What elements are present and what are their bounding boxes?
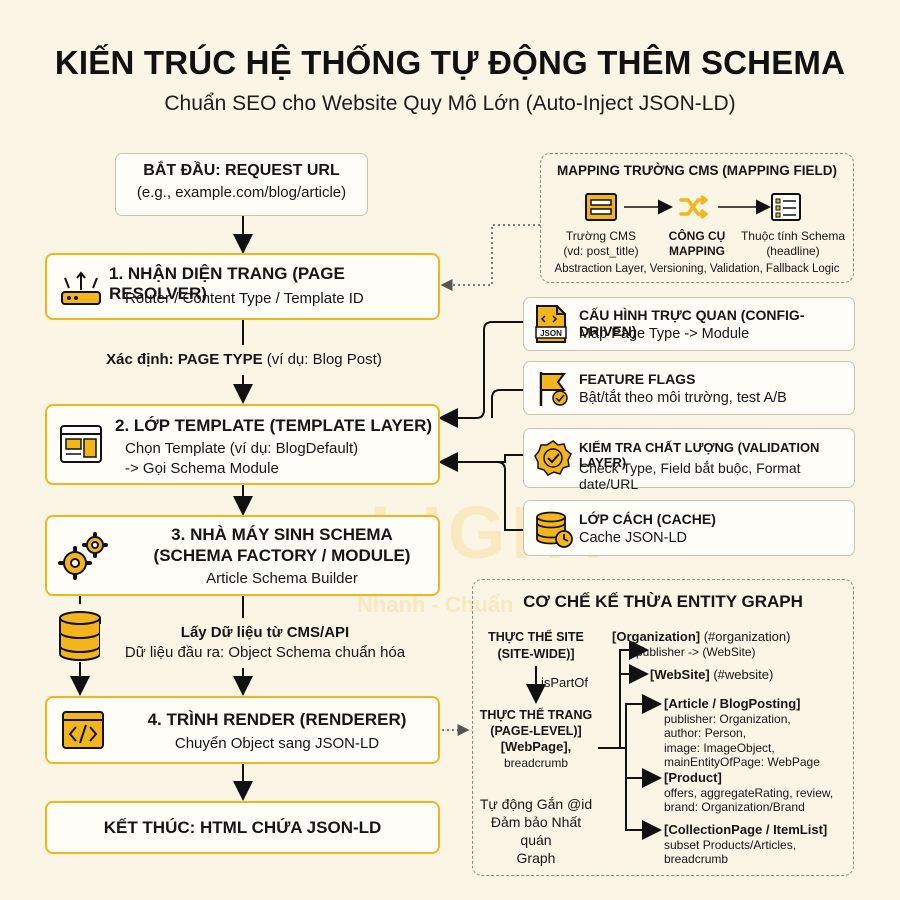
start-title: BẮT ĐẦU: REQUEST URL — [143, 162, 340, 179]
collection-name: [CollectionPage / ItemList] — [664, 822, 828, 837]
cms-field-line2: (vd: post_title) — [563, 244, 639, 258]
schema-prop-line1: Thuộc tính Schema — [740, 229, 846, 243]
start-node: BẮT ĐẦU: REQUEST URL (e.g., example.com/… — [115, 153, 368, 216]
step2-line1: Chọn Template (ví dụ: BlogDefault) — [125, 440, 359, 457]
mapping-title: MAPPING TRƯỜNG CMS (MAPPING FIELD) — [557, 163, 837, 178]
organization-name: [Organization] — [612, 629, 701, 644]
validation-panel: KIỂM TRA CHẤT LƯỢNG (VALIDATION LAYER) C… — [523, 428, 855, 492]
feature-flags-panel: FEATURE FLAGS Bật/tắt theo môi trường, t… — [523, 361, 855, 415]
product-name: [Product] — [664, 770, 722, 785]
step4-subtitle: Chuyển Object sang JSON-LD — [174, 735, 380, 752]
mapping-tool-line2: MAPPING — [668, 244, 725, 258]
product-prop1: offers, aggregateRating, review, — [664, 785, 834, 800]
auto-id-note-line2: Đảm bảo Nhất quán — [490, 814, 582, 848]
page-entity-line4: breadcrumb — [503, 756, 569, 770]
website-name: [WebSite] — [650, 667, 710, 682]
article-name: [Article / BlogPosting] — [664, 696, 801, 711]
collection-node: [CollectionPage / ItemList] subset Produ… — [664, 822, 828, 867]
product-prop2: brand: Organization/Brand — [664, 800, 805, 814]
gears-icon — [55, 531, 111, 583]
product-node: [Product] offers, aggregateRating, revie… — [664, 770, 834, 815]
page-entity: THỰC THỂ TRANG (PAGE-LEVEL)] [WebPage], … — [476, 707, 596, 771]
organization-detail: publisher -> (WebSite) — [636, 645, 756, 659]
mapping-panel: MAPPING TRƯỜNG CMS (MAPPING FIELD) Trườn… — [540, 153, 854, 283]
page-entity-line3: [WebPage], — [500, 739, 572, 754]
website-id: (#website) — [709, 667, 774, 682]
page-title: KIẾN TRÚC HỆ THỐNG TỰ ĐỘNG THÊM SCHEMA — [54, 44, 846, 81]
organization-id: (#organization) — [700, 629, 791, 644]
config-driven-panel: JSON CẤU HÌNH TRỰC QUAN (CONFIG-DRIVEN) … — [523, 297, 855, 351]
auto-id-note: Tự động Gắn @id Đảm bảo Nhất quán Graph — [476, 795, 596, 867]
json-file-icon: JSON — [534, 304, 568, 344]
feature-flags-subtitle: Bật/tắt theo môi trường, test A/B — [579, 390, 787, 406]
config-driven-title: CẤU HÌNH TRỰC QUAN (CONFIG-DRIVEN) — [579, 307, 805, 339]
feature-flags-title: FEATURE FLAGS — [579, 371, 696, 387]
badge-check-icon — [534, 439, 572, 477]
auto-id-note-line3: Graph — [516, 850, 556, 866]
cms-data-label: Lấy Dữ liệu từ CMS/API Dữ liệu đầu ra: O… — [100, 624, 430, 661]
step3-title1: 3. NHÀ MÁY SINH SCHEMA — [171, 525, 393, 544]
page-subtitle: Chuẩn SEO cho Website Quy Mô Lớn (Auto-I… — [164, 92, 736, 115]
step3-title2: (SCHEMA FACTORY / MODULE) — [153, 546, 411, 565]
schema-prop-line2: (headline) — [766, 244, 820, 258]
site-entity: THỰC THỂ SITE (SITE-WIDE)] — [476, 629, 596, 663]
organization-node: [Organization] (#organization) — [612, 629, 790, 644]
validation-subtitle: Check Type, Field bắt buộc, Format date/… — [579, 460, 801, 492]
cms-data-output: Dữ liệu đầu ra: Object Schema chuẩn hóa — [124, 644, 406, 661]
end-title: KẾT THÚC: HTML CHỨA JSON-LD — [103, 818, 382, 837]
form-icon — [584, 192, 618, 222]
auto-id-note-line1: Tự động Gắn @id — [479, 796, 593, 812]
article-prop1: publisher: Organization, — [664, 711, 791, 726]
step2-title: 2. LỚP TEMPLATE (TEMPLATE LAYER) — [115, 416, 433, 435]
cache-subtitle: Cache JSON-LD — [579, 530, 687, 546]
list-icon — [770, 192, 802, 222]
collection-prop1: subset Products/Articles, — [664, 837, 797, 852]
mapping-footer: Abstraction Layer, Versioning, Validatio… — [554, 263, 840, 275]
validation-title: KIỂM TRA CHẤT LƯỢNG (VALIDATION LAYER) — [579, 440, 820, 470]
shuffle-icon — [678, 192, 708, 222]
cms-data-title: Lấy Dữ liệu từ CMS/API — [180, 624, 350, 641]
entity-graph-title: CƠ CHẾ KẾ THỪA ENTITY GRAPH — [523, 592, 803, 611]
svg-text:JSON: JSON — [540, 329, 562, 338]
website-node: [WebSite] (#website) — [650, 667, 773, 682]
step2-line2: -> Gọi Schema Module — [125, 460, 279, 477]
cache-icon — [534, 509, 574, 549]
start-subtitle: (e.g., example.com/blog/article) — [136, 184, 347, 201]
page-entity-line1: THỰC THỂ TRANG — [479, 708, 593, 722]
step3-subtitle: Article Schema Builder — [206, 570, 358, 587]
mapping-tool-line1: CÔNG CỤ — [668, 229, 726, 243]
end-node: KẾT THÚC: HTML CHỨA JSON-LD — [45, 801, 440, 854]
step2-template-layer: 2. LỚP TEMPLATE (TEMPLATE LAYER) Chọn Te… — [45, 404, 440, 485]
template-icon — [59, 424, 103, 464]
config-driven-subtitle: Map Page Type -> Module — [579, 326, 750, 342]
step4-title: 4. TRÌNH RENDER (RENDERER) — [147, 710, 407, 729]
page-type-bold: Xác định: PAGE TYPE — [106, 351, 263, 368]
article-prop3: image: ImageObject, — [664, 740, 775, 755]
code-icon — [61, 710, 105, 750]
cache-title: LỚP CÁCH (CACHE) — [579, 511, 716, 527]
step1-title: 1. NHẬN DIỆN TRANG (PAGE RESOLVER) — [109, 264, 345, 303]
site-entity-line2: (SITE-WIDE)] — [497, 647, 575, 661]
watermark-tagline: Nhanh - Chuẩn — [357, 592, 514, 617]
page-type-example: (ví dụ: Blog Post) — [262, 351, 382, 368]
cache-panel: LỚP CÁCH (CACHE) Cache JSON-LD — [523, 500, 855, 556]
step3-schema-factory: 3. NHÀ MÁY SINH SCHEMA (SCHEMA FACTORY /… — [45, 515, 440, 596]
flag-icon — [536, 370, 570, 408]
article-prop4: mainEntityOfPage: WebPage — [664, 755, 820, 769]
cms-field-line1: Trường CMS — [565, 229, 637, 243]
step1-subtitle: Router / Content Type / Template ID — [125, 290, 364, 307]
page-entity-line2: (PAGE-LEVEL)] — [490, 724, 582, 738]
collection-prop2: breadcrumb — [664, 852, 729, 866]
article-node: [Article / BlogPosting] publisher: Organ… — [664, 696, 820, 770]
step4-renderer: 4. TRÌNH RENDER (RENDERER) Chuyển Object… — [45, 696, 440, 764]
step1-page-resolver: 1. NHẬN DIỆN TRANG (PAGE RESOLVER) Route… — [45, 253, 440, 320]
site-entity-line1: THỰC THỂ SITE — [488, 630, 584, 644]
page-type-label: Xác định: PAGE TYPE (ví dụ: Blog Post) — [60, 351, 428, 368]
database-icon — [56, 604, 104, 662]
entity-graph-panel — [472, 579, 854, 876]
article-prop2: author: Person, — [664, 726, 747, 740]
is-part-of-label: isPartOf — [541, 675, 588, 690]
router-icon — [59, 266, 103, 310]
